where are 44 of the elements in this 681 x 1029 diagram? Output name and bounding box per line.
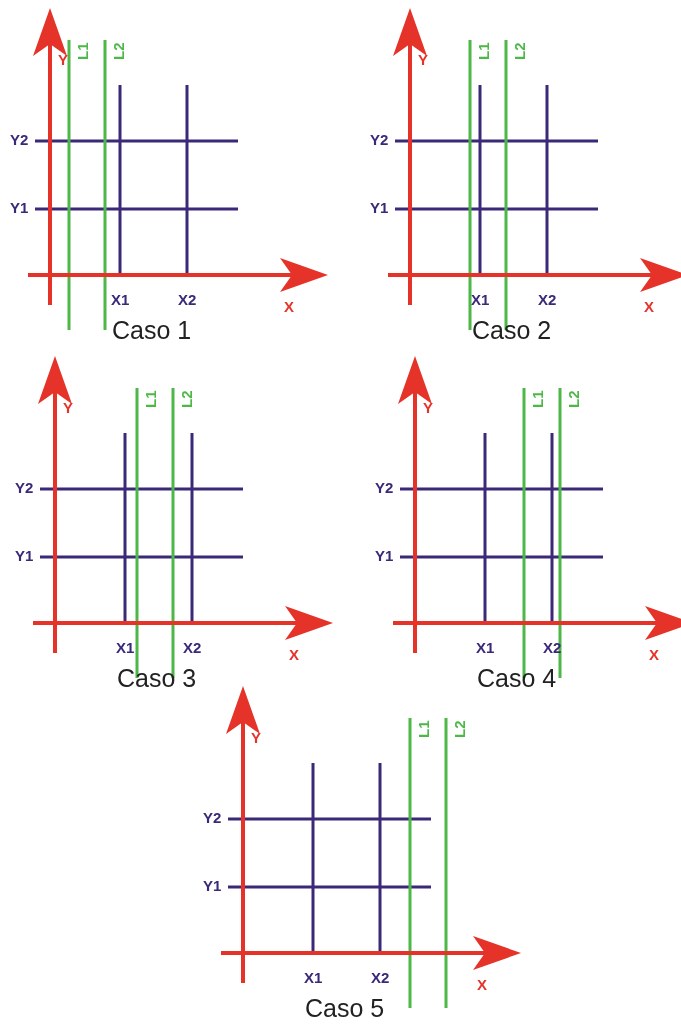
case-caption: Caso 2 (472, 316, 552, 344)
line-label: Y1 (10, 200, 29, 216)
axis-label: Y (58, 52, 68, 68)
line-label: X2 (371, 970, 390, 986)
line-label: X1 (304, 970, 323, 986)
line-label: Y2 (370, 132, 389, 148)
line-label: Y1 (15, 548, 34, 564)
line-label: X2 (183, 640, 202, 656)
axis-label: Y (251, 730, 261, 746)
axis-label: X (289, 647, 299, 663)
line-label: Y2 (203, 810, 222, 826)
line-label: Y1 (375, 548, 394, 564)
line-label: L2 (179, 390, 195, 408)
line-label: L2 (566, 390, 582, 408)
line-label: L1 (476, 42, 492, 60)
case-caption: Caso 3 (117, 664, 197, 692)
line-label: Y1 (370, 200, 389, 216)
line-label: L1 (75, 42, 91, 60)
axis-label: Y (63, 400, 73, 416)
line-label: L1 (143, 390, 159, 408)
line-label: L2 (512, 42, 528, 60)
line-label: L1 (530, 390, 546, 408)
axis-label: X (649, 647, 659, 663)
axis-label: X (644, 299, 654, 315)
axis-label: Y (418, 52, 428, 68)
line-label: X1 (116, 640, 135, 656)
axis-label: X (284, 299, 294, 315)
line-label: Y1 (203, 878, 222, 894)
case-caption: Caso 5 (305, 994, 385, 1022)
line-label: Y2 (375, 480, 394, 496)
line-label: L2 (111, 42, 127, 60)
line-label: L2 (452, 720, 468, 738)
line-label: X2 (538, 292, 557, 308)
line-label: Y2 (15, 480, 34, 496)
line-label: X1 (476, 640, 495, 656)
axis-label: Y (423, 400, 433, 416)
case-caption: Caso 4 (477, 664, 557, 692)
line-label: X1 (471, 292, 490, 308)
axis-label: X (477, 977, 487, 993)
line-label: Y2 (10, 132, 29, 148)
line-label: X1 (111, 292, 130, 308)
line-label: L1 (416, 720, 432, 738)
case-caption: Caso 1 (112, 316, 192, 344)
line-label: X2 (178, 292, 197, 308)
